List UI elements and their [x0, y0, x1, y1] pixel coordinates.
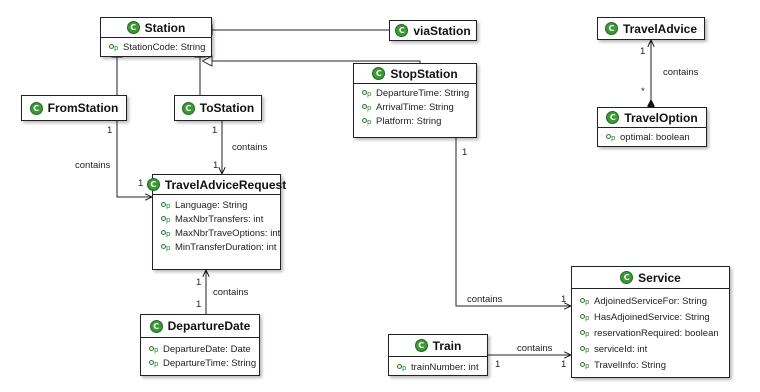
class-c-icon: C — [146, 178, 160, 191]
request-date-label: contains — [213, 287, 249, 298]
stop-service-composition — [456, 138, 571, 306]
property-icon — [161, 242, 172, 252]
property-icon — [149, 344, 160, 354]
property-icon — [109, 42, 120, 52]
class-name: Service — [638, 270, 681, 285]
class-attribute: DepartureDate: Date — [149, 342, 259, 356]
class-travel-option[interactable]: C TravelOption optimal: boolean — [597, 107, 707, 147]
class-attribute: optimal: boolean — [606, 130, 706, 144]
property-icon — [580, 344, 591, 354]
to-request-mult-source: 1 — [212, 125, 218, 136]
property-icon — [161, 214, 172, 224]
stop-station-generalization-path — [212, 61, 421, 63]
class-name: TravelAdvice — [622, 21, 698, 36]
class-travel-advice[interactable]: C TravelAdvice — [597, 17, 705, 40]
class-name: Station — [144, 20, 186, 35]
class-attribute: ArrivalTime: String — [362, 100, 476, 114]
train-service-mult-source: 1 — [495, 359, 501, 370]
class-service[interactable]: C Service AdjoinedServiceFor: String HasA… — [571, 266, 730, 378]
class-travel-advice-request[interactable]: C TravelAdviceRequest Language: String Ma… — [146, 174, 286, 270]
stop-service-mult-target: 1 — [561, 294, 567, 305]
request-date-mult-target: 1 — [196, 299, 202, 310]
class-c-icon: C — [414, 339, 428, 352]
stop-service-label: contains — [467, 294, 503, 305]
class-attribute: DepartureTime: String — [362, 86, 476, 100]
property-icon — [397, 362, 408, 372]
class-c-icon: C — [29, 101, 43, 115]
advice-option-mult-target: * — [641, 86, 645, 97]
class-c-icon: C — [606, 111, 620, 124]
advice-option-mult-source: 1 — [640, 46, 646, 57]
property-icon — [580, 312, 591, 322]
property-icon — [606, 132, 617, 142]
class-attribute: Language: String — [161, 198, 280, 212]
class-c-icon: C — [181, 101, 195, 115]
class-attribute: MaxNbrTraveOptions: int — [161, 226, 280, 240]
property-icon — [362, 88, 373, 98]
composition-lines — [117, 40, 651, 355]
from-request-mult-source: 1 — [107, 125, 113, 136]
to-request-label: contains — [232, 142, 268, 153]
train-service-mult-target: 1 — [561, 359, 567, 370]
class-attribute: trainNumber: int — [397, 360, 487, 374]
class-name: viaStation — [413, 23, 471, 38]
class-from-station[interactable]: C FromStation — [21, 95, 127, 121]
class-c-icon: C — [604, 22, 618, 35]
class-attribute: AdjoinedServiceFor: String — [580, 293, 729, 309]
generalization-lines — [117, 30, 421, 95]
class-name: TravelAdviceRequest — [164, 177, 287, 192]
class-c-icon: C — [149, 319, 163, 333]
request-date-mult-source: 1 — [196, 277, 202, 288]
train-service-label: contains — [517, 343, 553, 354]
class-name: DepartureDate — [167, 319, 251, 333]
class-attribute: serviceId: int — [580, 341, 729, 357]
to-request-mult-target: 1 — [213, 160, 219, 171]
class-station[interactable]: C Station StationCode: String — [100, 17, 212, 57]
class-attribute: TravelInfo: String — [580, 357, 729, 373]
class-c-icon: C — [372, 67, 386, 80]
property-icon — [580, 328, 591, 338]
class-stop-station[interactable]: C StopStation DepartureTime: String Arriv… — [353, 63, 477, 138]
class-to-station[interactable]: C ToStation — [174, 95, 262, 121]
class-c-icon: C — [126, 21, 140, 34]
class-name: FromStation — [47, 101, 119, 115]
property-icon — [362, 102, 373, 112]
property-icon — [161, 200, 172, 210]
class-attribute: HasAdjoinedService: String — [580, 309, 729, 325]
class-departure-date[interactable]: C DepartureDate DepartureDate: Date Depar… — [140, 314, 260, 376]
class-attribute: DepartureTime: String — [149, 356, 259, 370]
class-name: Train — [432, 338, 462, 353]
property-icon — [580, 360, 591, 370]
advice-option-label: contains — [663, 67, 699, 78]
property-icon — [580, 296, 591, 306]
from-request-composition — [117, 121, 152, 197]
property-icon — [362, 116, 373, 126]
property-icon — [149, 358, 160, 368]
class-attribute: reservationRequired: boolean — [580, 325, 729, 341]
class-name: StopStation — [390, 66, 458, 81]
class-attribute: MaxNbrTransfers: int — [161, 212, 280, 226]
from-request-mult-target: 1 — [138, 178, 144, 189]
from-request-label: contains — [75, 160, 111, 171]
class-attribute: Platform: String — [362, 114, 476, 128]
property-icon — [161, 228, 172, 238]
class-attribute: StationCode: String — [109, 40, 211, 54]
class-attribute: MinTransferDuration: int — [161, 240, 280, 254]
class-name: ToStation — [199, 101, 255, 115]
class-name: TravelOption — [624, 110, 698, 125]
class-train[interactable]: C Train trainNumber: int — [388, 334, 488, 376]
class-c-icon: C — [395, 24, 409, 37]
class-c-icon: C — [620, 271, 634, 284]
stop-service-mult-source: 1 — [462, 147, 468, 158]
